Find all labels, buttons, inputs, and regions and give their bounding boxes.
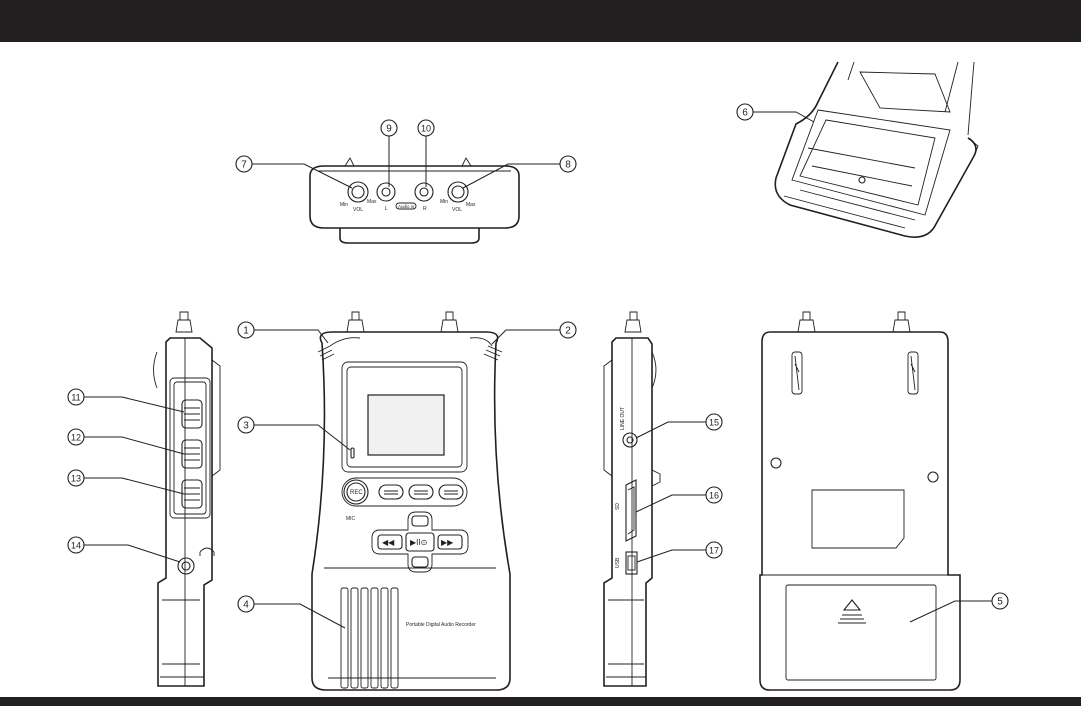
callout-4: 4 xyxy=(237,595,346,629)
callout-6: 6 xyxy=(736,103,815,123)
front-view: REC MIC ◀◀ ▶II⊙ ▶▶ Portable Digital Audi… xyxy=(311,311,511,691)
svg-text:17: 17 xyxy=(709,546,719,556)
callout-7: 7 xyxy=(235,155,353,189)
function-button-2[interactable] xyxy=(408,484,434,500)
audio-in-right-jack[interactable] xyxy=(414,182,434,202)
switch-12[interactable] xyxy=(181,439,203,469)
svg-text:3: 3 xyxy=(243,421,249,432)
device-diagram: Min Max VOL L Audio in R Min Max VOL xyxy=(67,61,1009,691)
usb-port[interactable] xyxy=(625,551,638,575)
callout-9: 9 xyxy=(380,119,398,187)
open-arrow-icon xyxy=(842,599,862,611)
svg-text:▶▶: ▶▶ xyxy=(441,538,454,547)
svg-text:7: 7 xyxy=(241,160,247,171)
vol-left-min-label: Min xyxy=(340,202,348,208)
vol-left-max-label: Max xyxy=(367,199,377,205)
vol-right-max-label: Max xyxy=(466,202,476,208)
callout-12: 12 xyxy=(67,428,185,455)
product-name-label: Portable Digital Audio Recorder xyxy=(406,622,476,628)
top-panel-view: Min Max VOL L Audio in R Min Max VOL xyxy=(309,157,520,244)
battery-compartment-view xyxy=(774,61,979,238)
svg-text:1: 1 xyxy=(243,326,249,337)
svg-text:8: 8 xyxy=(565,160,571,171)
svg-text:6: 6 xyxy=(742,108,748,119)
svg-text:◀◀: ◀◀ xyxy=(382,538,395,547)
fast-forward-button[interactable]: ▶▶ xyxy=(437,534,463,550)
back-view xyxy=(759,311,961,691)
rec-button[interactable] xyxy=(343,479,369,505)
vol-right-label: VOL xyxy=(452,207,462,213)
usb-label: USB xyxy=(615,557,621,568)
svg-text:10: 10 xyxy=(421,124,431,134)
audio-in-label: Audio in xyxy=(398,204,415,209)
svg-text:▶II⊙: ▶II⊙ xyxy=(410,538,427,547)
vol-right-min-label: Min xyxy=(440,199,448,205)
volume-knob-right[interactable] xyxy=(447,181,469,203)
callout-11: 11 xyxy=(67,388,185,413)
callout-15: 15 xyxy=(635,413,723,439)
jack-right-label: R xyxy=(423,206,427,212)
play-pause-stop-button[interactable]: ▶II⊙ xyxy=(405,532,435,552)
callout-16: 16 xyxy=(635,486,723,513)
headphone-jack[interactable] xyxy=(177,557,195,575)
left-side-view xyxy=(153,311,221,687)
function-button-3[interactable] xyxy=(438,484,464,500)
svg-text:16: 16 xyxy=(709,491,719,501)
vol-left-label: VOL xyxy=(353,207,363,213)
switch-11[interactable] xyxy=(181,399,203,429)
svg-text:4: 4 xyxy=(243,600,249,611)
indicator-led xyxy=(350,447,355,459)
callout-8: 8 xyxy=(462,155,577,189)
right-side-view: LINE OUT SD USB xyxy=(603,311,661,687)
speaker-grille-right xyxy=(483,345,503,361)
callout-10: 10 xyxy=(417,119,435,187)
nav-down-button[interactable] xyxy=(411,556,429,568)
line-out-label: LINE OUT xyxy=(620,407,626,430)
callout-13: 13 xyxy=(67,469,185,495)
volume-knob-left[interactable] xyxy=(347,181,369,203)
callout-17: 17 xyxy=(636,541,723,563)
headphone-icon xyxy=(199,547,215,556)
svg-text:2: 2 xyxy=(565,326,571,337)
audio-in-left-jack[interactable] xyxy=(376,182,396,202)
svg-text:11: 11 xyxy=(71,393,80,403)
callout-14: 14 xyxy=(67,536,181,563)
header-bar xyxy=(0,0,1081,42)
svg-text:9: 9 xyxy=(386,124,392,135)
battery-cover[interactable] xyxy=(785,584,937,681)
mic-label: MIC xyxy=(346,516,356,522)
front-speaker-grille xyxy=(340,587,399,689)
svg-text:12: 12 xyxy=(71,433,81,443)
svg-text:5: 5 xyxy=(997,597,1003,608)
function-button-1[interactable] xyxy=(378,484,404,500)
callout-1: 1 xyxy=(237,321,329,344)
sd-card-slot[interactable] xyxy=(625,479,637,542)
callout-3: 3 xyxy=(237,416,351,451)
speaker-grille-left xyxy=(317,345,335,361)
rec-button-label: REC xyxy=(350,490,363,496)
footer-bar xyxy=(0,697,1081,706)
jack-left-label: L xyxy=(385,206,388,212)
svg-text:13: 13 xyxy=(71,474,81,484)
callout-2: 2 xyxy=(491,321,577,345)
nav-up-button[interactable] xyxy=(411,515,429,527)
svg-text:14: 14 xyxy=(71,541,81,551)
line-out-jack[interactable] xyxy=(622,432,638,448)
svg-text:15: 15 xyxy=(709,418,719,428)
sd-label: SD xyxy=(615,503,621,510)
display-screen xyxy=(367,394,445,456)
rewind-button[interactable]: ◀◀ xyxy=(377,534,403,550)
callout-5: 5 xyxy=(909,592,1009,623)
